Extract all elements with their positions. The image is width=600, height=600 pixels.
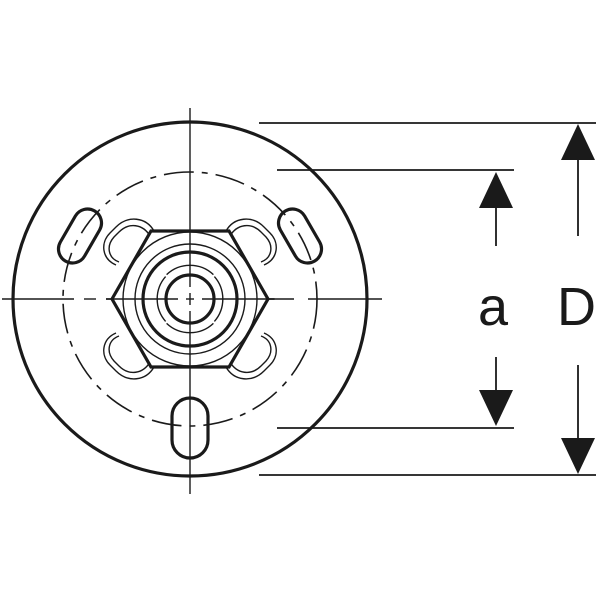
dimension-D: D bbox=[259, 122, 596, 476]
slot-holes bbox=[56, 207, 324, 460]
slot-left bbox=[56, 207, 104, 265]
bolt-circle bbox=[62, 171, 318, 427]
hex-corner-lobes bbox=[103, 218, 277, 380]
outer-flange-circle bbox=[11, 120, 369, 478]
label-D: D bbox=[557, 277, 596, 337]
dimension-a: a bbox=[277, 169, 514, 429]
nut-center-lines bbox=[106, 222, 274, 376]
label-a: a bbox=[478, 277, 509, 337]
slot-right bbox=[276, 207, 324, 265]
slot-bottom bbox=[170, 396, 210, 460]
